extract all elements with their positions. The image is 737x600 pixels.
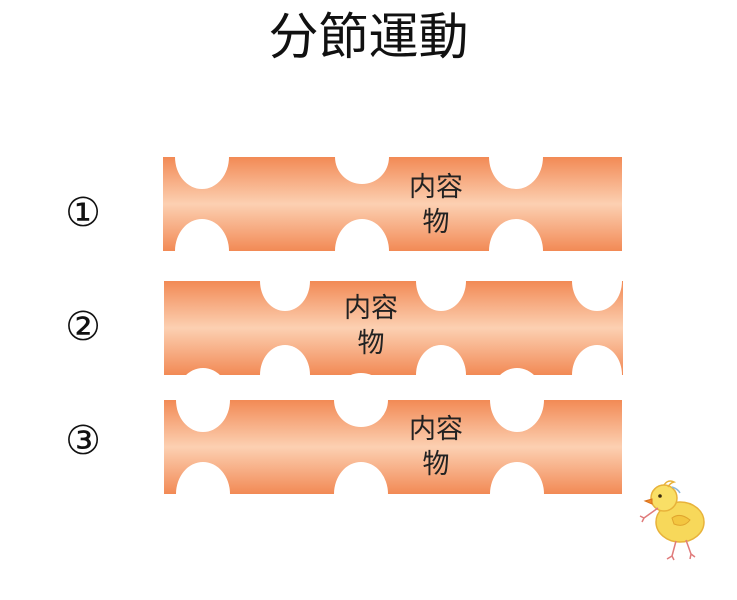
row-number-3: ③	[65, 418, 101, 464]
row-number-2: ②	[65, 304, 101, 350]
content-label-2-line2: 物	[357, 328, 385, 359]
content-label-2-line1: 内容	[344, 293, 398, 324]
row-number-1: ①	[65, 190, 101, 236]
content-label-3-line2: 物	[422, 449, 450, 480]
content-label-1-line2: 物	[422, 207, 450, 238]
content-label-1-line1: 内容	[409, 172, 463, 203]
intestine-segment-1	[163, 125, 622, 283]
content-label-1: 内容 物	[391, 170, 481, 240]
intestine-segment-2	[164, 251, 623, 405]
content-label-3: 内容 物	[391, 412, 481, 482]
content-label-2: 内容 物	[326, 291, 416, 361]
content-label-3-line1: 内容	[409, 414, 463, 445]
chick-icon	[639, 480, 705, 561]
intestine-segment-3	[164, 368, 622, 526]
page-title: 分節運動	[268, 8, 469, 66]
